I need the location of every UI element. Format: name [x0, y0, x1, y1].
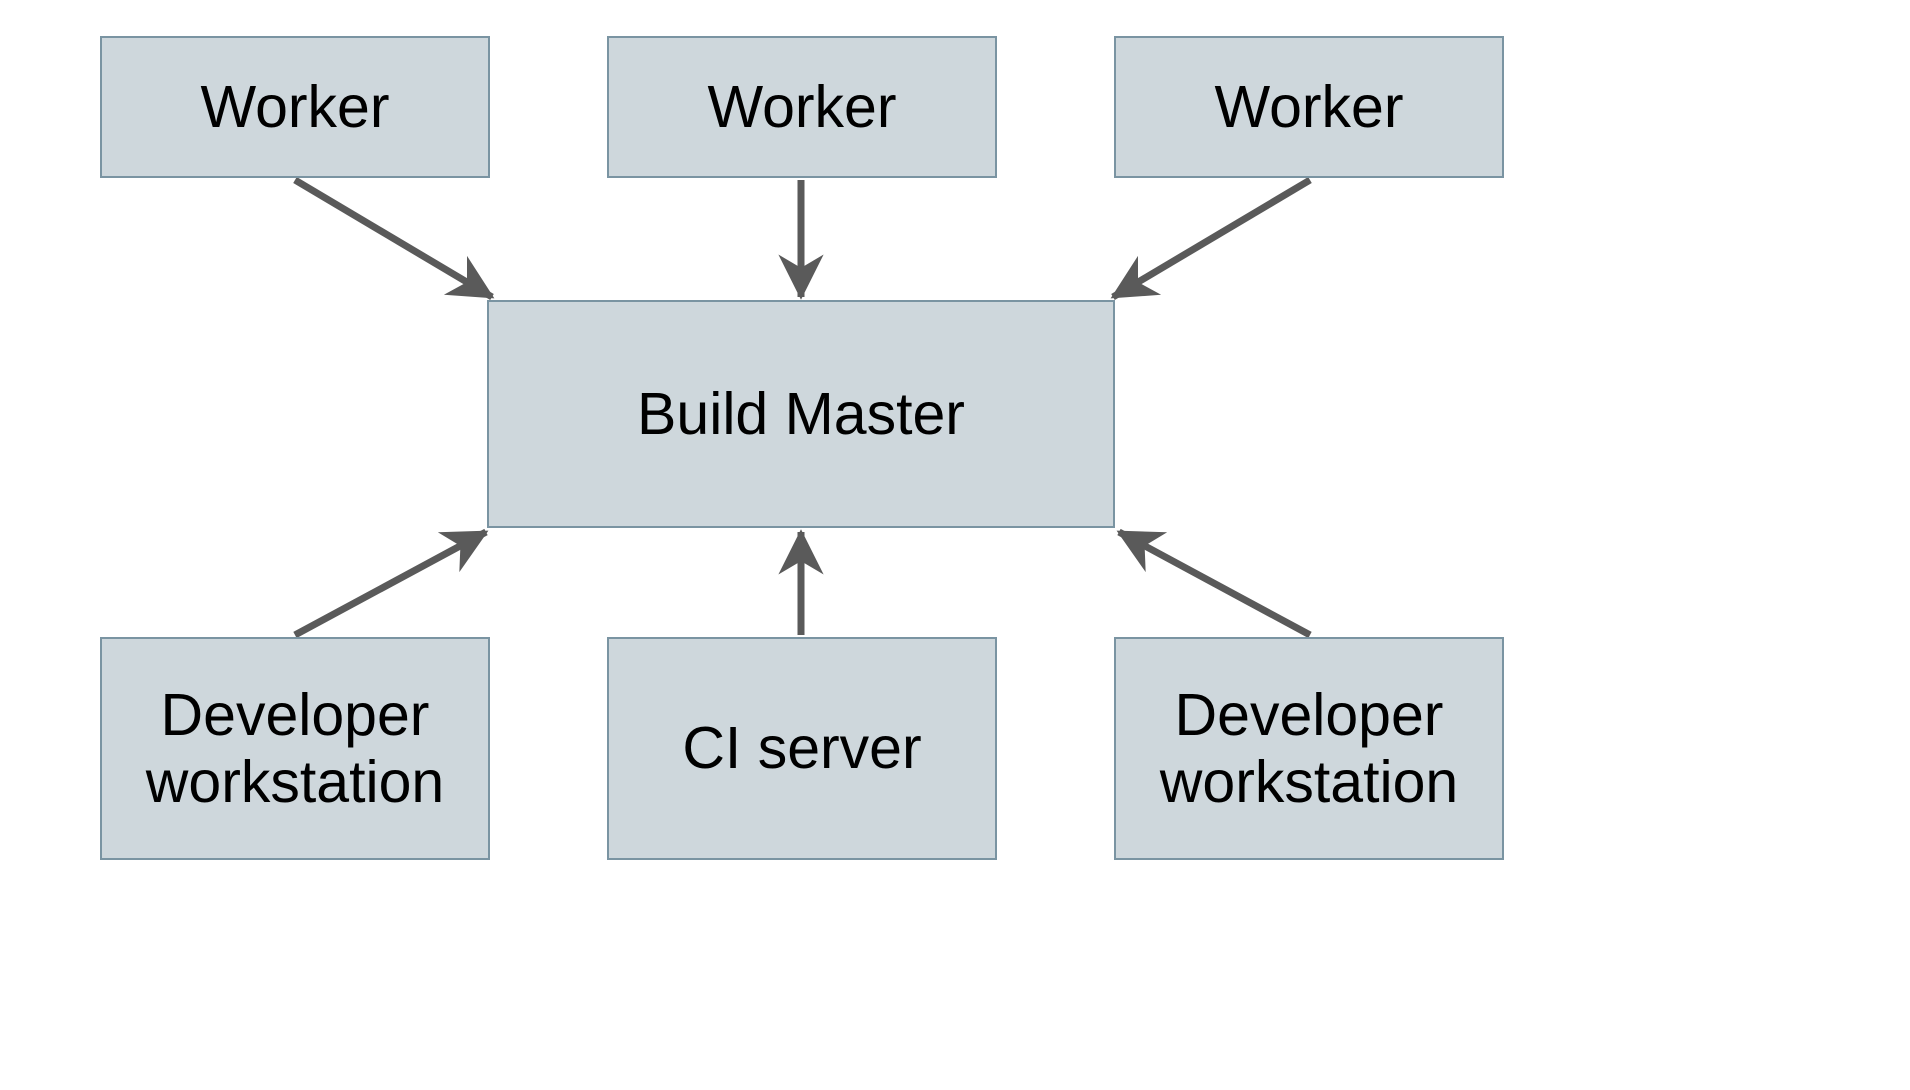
node-worker-left-label: Worker — [200, 73, 390, 140]
node-developer-workstation-right-label: Developer workstation — [1159, 682, 1459, 815]
node-ci-server-label: CI server — [682, 715, 922, 782]
node-developer-workstation-left[interactable]: Developer workstation — [100, 637, 490, 860]
node-worker-right[interactable]: Worker — [1114, 36, 1504, 178]
edge-dev-left-to-master — [293, 528, 489, 639]
node-developer-workstation-left-label: Developer workstation — [145, 682, 445, 815]
node-developer-workstation-right[interactable]: Developer workstation — [1114, 637, 1504, 860]
node-worker-right-label: Worker — [1214, 73, 1404, 140]
node-ci-server[interactable]: CI server — [607, 637, 997, 860]
edge-worker-left-to-master — [293, 176, 495, 301]
node-worker-center[interactable]: Worker — [607, 36, 997, 178]
node-worker-center-label: Worker — [707, 73, 897, 140]
node-worker-left[interactable]: Worker — [100, 36, 490, 178]
node-build-master-label: Build Master — [637, 380, 965, 447]
edge-dev-right-to-master — [1116, 528, 1312, 639]
node-build-master[interactable]: Build Master — [487, 300, 1115, 528]
edge-worker-right-to-master — [1110, 176, 1312, 301]
